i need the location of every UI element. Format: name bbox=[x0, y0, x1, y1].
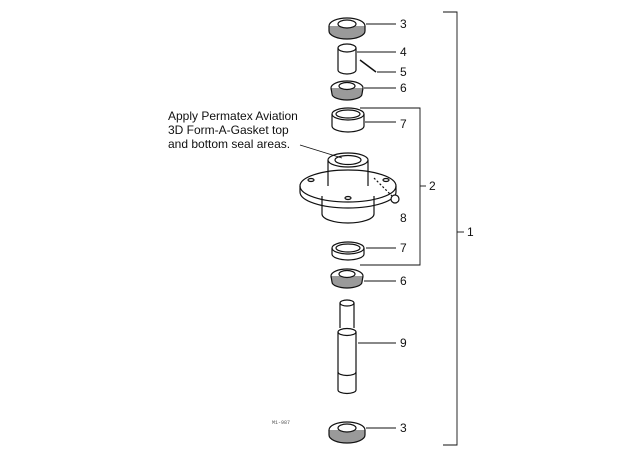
assembly-instruction-note: Apply Permatex Aviation 3D Form-A-Gasket… bbox=[168, 109, 328, 151]
bracket-1 bbox=[443, 11, 464, 446]
pin bbox=[359, 59, 377, 73]
seal-top bbox=[328, 17, 366, 40]
callout-9: 9 bbox=[400, 336, 407, 350]
callout-6-top: 6 bbox=[400, 81, 407, 95]
leader-lines bbox=[299, 23, 396, 429]
bushing bbox=[337, 43, 357, 75]
bearing-top bbox=[330, 80, 364, 101]
callout-3-top: 3 bbox=[400, 17, 407, 31]
callout-7-top: 7 bbox=[400, 117, 407, 131]
bearing-cup-top bbox=[331, 107, 365, 133]
bearing-cup-bottom bbox=[331, 241, 365, 261]
grease-fitting bbox=[373, 177, 400, 204]
callout-3-bottom: 3 bbox=[400, 421, 407, 435]
callout-1: 1 bbox=[467, 225, 474, 239]
note-line-3: and bottom seal areas. bbox=[168, 137, 291, 151]
spindle-shaft bbox=[337, 299, 357, 395]
callout-8: 8 bbox=[400, 211, 407, 225]
callout-5: 5 bbox=[400, 65, 407, 79]
figure-code: M1-987 bbox=[272, 420, 291, 426]
seal-bottom bbox=[328, 421, 366, 444]
callout-7-bottom: 7 bbox=[400, 241, 407, 255]
note-line-2: 3D Form-A-Gasket top bbox=[168, 123, 289, 137]
bracket-2 bbox=[360, 107, 426, 266]
callout-6-bottom: 6 bbox=[400, 274, 407, 288]
note-line-1: Apply Permatex Aviation bbox=[168, 109, 298, 123]
bearing-bottom bbox=[330, 268, 364, 289]
callout-4: 4 bbox=[400, 45, 407, 59]
callout-2: 2 bbox=[429, 179, 436, 193]
spindle-housing bbox=[299, 152, 397, 224]
